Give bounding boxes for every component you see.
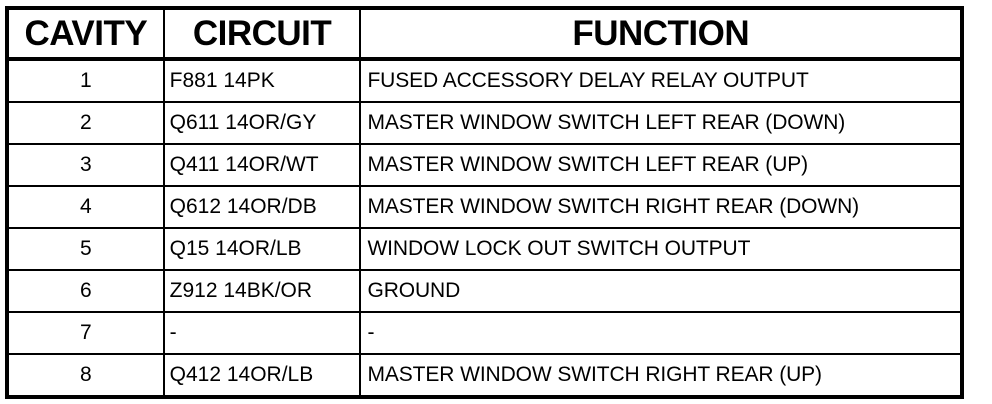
cell-cavity: 5 xyxy=(7,228,165,271)
cell-function: MASTER WINDOW SWITCH RIGHT REAR (DOWN) xyxy=(360,186,962,229)
table-row: 1 F881 14PK FUSED ACCESSORY DELAY RELAY … xyxy=(7,59,962,103)
table-body: 1 F881 14PK FUSED ACCESSORY DELAY RELAY … xyxy=(7,59,962,397)
connector-pinout-table: CAVITY CIRCUIT FUNCTION 1 F881 14PK FUSE… xyxy=(5,6,964,399)
cell-circuit: Q611 14OR/GY xyxy=(163,102,362,145)
cell-cavity: 6 xyxy=(7,270,165,313)
table-row: 3 Q411 14OR/WT MASTER WINDOW SWITCH LEFT… xyxy=(7,144,962,187)
cell-cavity: 8 xyxy=(7,354,165,397)
cell-function: WINDOW LOCK OUT SWITCH OUTPUT xyxy=(360,228,962,271)
table-row: 6 Z912 14BK/OR GROUND xyxy=(7,270,962,313)
table-row: 5 Q15 14OR/LB WINDOW LOCK OUT SWITCH OUT… xyxy=(7,228,962,271)
cell-circuit: Q15 14OR/LB xyxy=(163,228,362,271)
cell-function: MASTER WINDOW SWITCH RIGHT REAR (UP) xyxy=(367,363,822,386)
cell-circuit: Q612 14OR/DB xyxy=(163,186,362,229)
cell-cavity: 1 xyxy=(7,59,165,103)
cell-cavity: 2 xyxy=(7,102,165,145)
column-header-cavity: CAVITY xyxy=(7,8,165,61)
cell-circuit: Z912 14BK/OR xyxy=(163,270,362,313)
column-header-circuit: CIRCUIT xyxy=(163,8,362,61)
cell-function: MASTER WINDOW SWITCH LEFT REAR (DOWN) xyxy=(360,102,962,145)
cell-cavity: 3 xyxy=(7,144,165,187)
cell-function: FUSED ACCESSORY DELAY RELAY OUTPUT xyxy=(360,59,962,103)
table-row: 4 Q612 14OR/DB MASTER WINDOW SWITCH RIGH… xyxy=(7,186,962,229)
cell-circuit: F881 14PK xyxy=(163,59,362,103)
table-row: 7 - - xyxy=(7,312,962,355)
cell-circuit: Q411 14OR/WT xyxy=(163,144,362,187)
column-header-function: FUNCTION xyxy=(360,8,962,61)
cell-cavity: 4 xyxy=(7,186,165,229)
table-row: 8 Q412 14OR/LB MASTER WINDOW SWITCH RIGH… xyxy=(7,354,962,397)
header-row: CAVITY CIRCUIT FUNCTION xyxy=(7,8,962,61)
table-header: CAVITY CIRCUIT FUNCTION xyxy=(7,8,962,61)
cell-cavity: 7 xyxy=(7,312,165,355)
cell-function: MASTER WINDOW SWITCH LEFT REAR (UP) xyxy=(360,144,962,187)
table-row: 2 Q611 14OR/GY MASTER WINDOW SWITCH LEFT… xyxy=(7,102,962,145)
cell-circuit: Q412 14OR/LB xyxy=(163,354,362,397)
cell-circuit: - xyxy=(163,312,362,355)
cell-function: - xyxy=(360,312,962,355)
cell-function: GROUND xyxy=(360,270,962,313)
